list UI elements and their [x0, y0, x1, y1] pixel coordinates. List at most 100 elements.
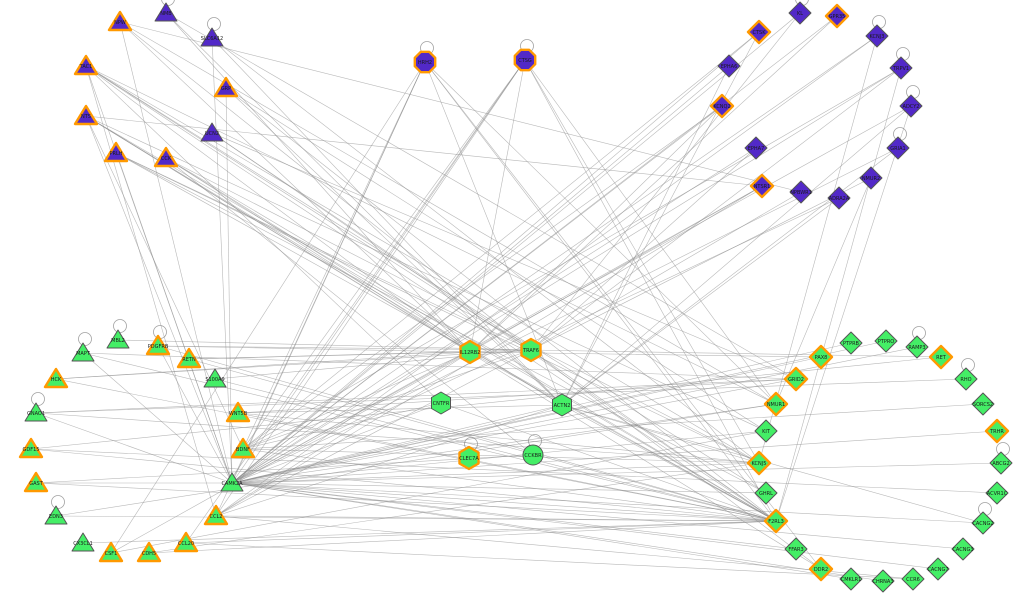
node-FFAR3[interactable]: FFAR3 — [784, 537, 808, 561]
node-KCNJ3[interactable]: KCNJ3 — [865, 24, 889, 48]
node-GAST[interactable]: GAST — [23, 471, 49, 493]
node-PDGFRB[interactable]: PDGFRB — [145, 334, 171, 356]
node-CACNG2[interactable]: CACNG2 — [971, 511, 995, 535]
node-PTPRO[interactable]: PTPRO — [874, 329, 898, 353]
edge-GAST-F2RL3 — [35, 482, 777, 522]
node-TRAF6[interactable]: TRAF6 — [520, 337, 542, 363]
node-ACTN2[interactable]: ACTN2 — [552, 393, 572, 417]
node-CTSK[interactable]: CTSK — [746, 19, 772, 45]
edge-EPHA6-CAMK2A — [231, 65, 730, 484]
edge-EDN3-NMUR1 — [55, 403, 777, 517]
node-CCR6[interactable]: CCR6 — [901, 567, 925, 591]
edge-EPHA7-TRAF6 — [530, 147, 757, 351]
edge-UCN2-GRID2 — [211, 132, 797, 380]
node-GPR35[interactable]: GPR35 — [824, 3, 850, 29]
edge-ACTN2-F2RL3 — [561, 404, 777, 522]
edge-CCL2-CCR6 — [215, 515, 914, 580]
edge-EPHA6-ACTN2 — [561, 65, 730, 406]
node-GRIA1[interactable]: GRIA1 — [886, 136, 910, 160]
node-CNTFR[interactable]: CNTFR — [431, 391, 451, 415]
node-GRP[interactable]: GRP — [213, 76, 239, 98]
node-HRH2[interactable]: HRH2 — [413, 50, 437, 74]
edge-TAC1-TRAF6 — [85, 65, 532, 351]
node-SLC6A12[interactable]: SLC6A12 — [200, 27, 224, 47]
edge-NTSR1-CAMK2A — [231, 185, 763, 484]
node-CX3CL1[interactable]: CX3CL1 — [71, 532, 95, 552]
node-HCK[interactable]: HCK — [43, 367, 69, 389]
node-TRPV1[interactable]: TRPV1 — [889, 56, 913, 80]
node-NPW[interactable]: NPW — [107, 10, 133, 32]
node-UCN2[interactable]: UCN2 — [200, 122, 224, 142]
node-RET[interactable]: RET — [928, 344, 954, 370]
node-DDR2[interactable]: DDR2 — [808, 556, 834, 582]
node-shape-GPR35 — [824, 3, 850, 29]
node-ACVR1C[interactable]: ACVR1C — [985, 481, 1009, 505]
node-GNAO1[interactable]: GNAO1 — [24, 402, 48, 422]
edge-NMB-ACTN2 — [165, 12, 563, 406]
node-CCK[interactable]: CCK — [153, 146, 179, 168]
node-CCL2[interactable]: CCL2 — [203, 504, 229, 526]
node-shape-RET — [928, 344, 954, 370]
node-CMKLR1[interactable]: CMKLR1 — [839, 567, 863, 591]
edge-CAMK2A-PDGFRB — [157, 345, 233, 484]
edge-CCK-CCKBR — [165, 157, 534, 456]
node-shape-WNT5B — [225, 401, 251, 423]
self-loop-PDGFRB — [153, 325, 167, 339]
edge-CAMK2A-NMUR1 — [231, 403, 777, 484]
edge-GDF15-RET — [30, 356, 942, 450]
edge-HRH2-DDR2 — [424, 61, 822, 570]
node-NPBWR1[interactable]: NPBWR1 — [789, 180, 813, 204]
edge-GDF15-ACVR1C — [30, 448, 998, 494]
node-shape-ACVR1C — [985, 481, 1009, 505]
node-GHRL[interactable]: GHRL — [754, 481, 778, 505]
node-CCKBR[interactable]: CCKBR — [522, 444, 544, 466]
node-TAC1[interactable]: TAC1 — [73, 54, 99, 76]
edge-S100A9-F2RL3 — [214, 378, 777, 522]
node-CTSG[interactable]: CTSG — [513, 48, 537, 72]
edge-SLC6A12-KCNJ5 — [211, 37, 760, 464]
node-shape-HRH2 — [413, 50, 437, 74]
node-NMB[interactable]: NMB — [154, 2, 178, 22]
edge-CAMK2A-CACNG3 — [231, 482, 964, 550]
edge-TRAF6-BDNF — [242, 349, 532, 450]
node-RAMP3[interactable]: RAMP3 — [905, 335, 929, 359]
node-CCL20[interactable]: CCL20 — [173, 531, 199, 553]
edge-BDNF-KCNJ5 — [242, 448, 760, 464]
node-TRHR[interactable]: TRHR — [984, 418, 1010, 444]
edge-GPR35-IL12RB2 — [469, 15, 838, 353]
node-GRID2[interactable]: GRID2 — [783, 366, 809, 392]
node-NTSR1[interactable]: NTSR1 — [749, 173, 775, 199]
edge-PDGFRB-F2RL3 — [157, 345, 777, 522]
node-shape-CTSK — [746, 19, 772, 45]
node-MAPT[interactable]: MAPT — [71, 342, 95, 362]
edge-CAMK2A-FFAR3 — [231, 482, 797, 550]
node-ADCY2[interactable]: ADCY2 — [899, 94, 923, 118]
node-PTPRB[interactable]: PTPRB — [839, 331, 863, 355]
node-EPHA7[interactable]: EPHA7 — [744, 136, 768, 160]
node-KL[interactable]: KL — [788, 1, 812, 25]
node-CACNG3[interactable]: CACNG3 — [951, 537, 975, 561]
node-ABCG2[interactable]: ABCG2 — [989, 451, 1013, 475]
node-RHO[interactable]: RHO — [954, 367, 978, 391]
edge-IL12RB2-CSF1 — [110, 351, 471, 554]
node-CSF1[interactable]: CSF1 — [98, 541, 124, 563]
node-F2RL3[interactable]: F2RL3 — [763, 508, 789, 534]
edge-NTS-DDR2 — [85, 115, 822, 570]
node-NTS[interactable]: NTS — [73, 104, 99, 126]
node-CACNG7[interactable]: CACNG7 — [926, 557, 950, 581]
node-KCNJ5[interactable]: KCNJ5 — [746, 450, 772, 476]
node-MBL2[interactable]: MBL2 — [106, 329, 130, 349]
node-IL12RB2[interactable]: IL12RB2 — [459, 339, 481, 365]
self-loop-MBL2 — [113, 319, 127, 333]
node-KIT[interactable]: KIT — [754, 419, 778, 443]
node-PRLH[interactable]: PRLH — [103, 141, 129, 163]
node-RETN[interactable]: RETN — [176, 347, 202, 369]
node-NMUR2[interactable]: NMUR2 — [859, 166, 883, 190]
edge-GRP-F2RL3 — [225, 87, 777, 522]
node-SORCS2[interactable]: SORCS2 — [971, 392, 995, 416]
node-CLEC7A[interactable]: CLEC7A — [458, 445, 480, 471]
node-CHRNA3[interactable]: CHRNA3 — [871, 569, 895, 593]
node-shape-GHRL — [754, 481, 778, 505]
node-shape-GRID2 — [783, 366, 809, 392]
